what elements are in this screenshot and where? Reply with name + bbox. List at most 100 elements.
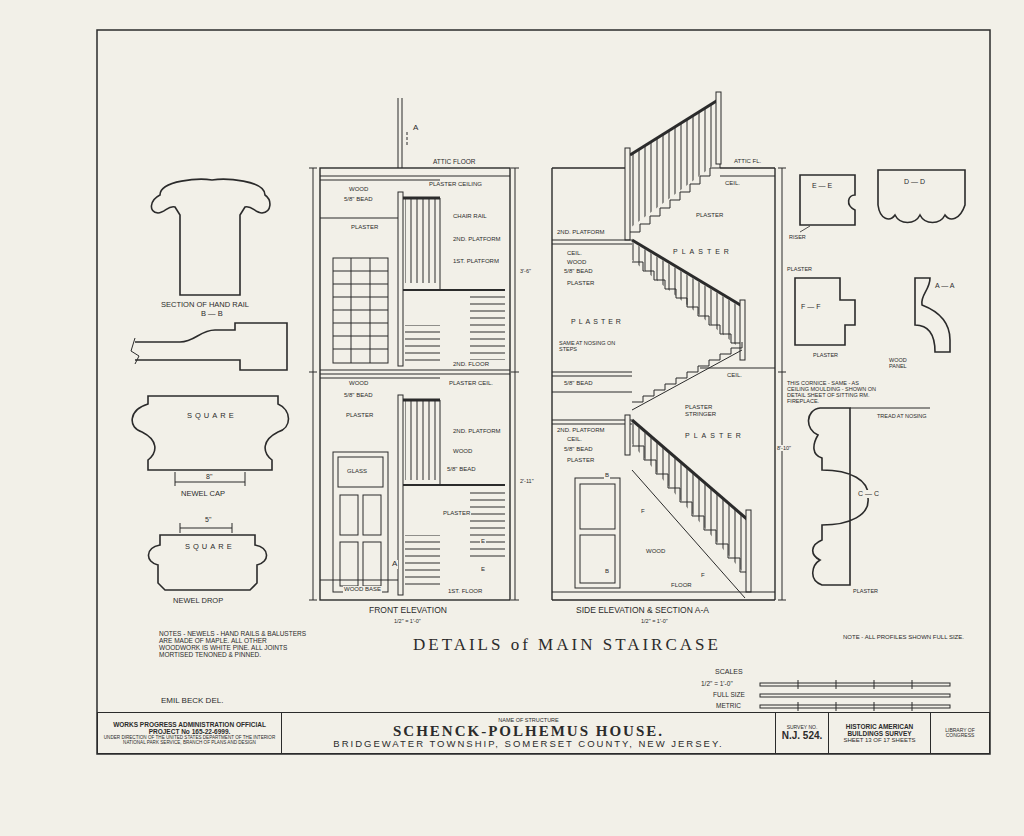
drawing-label: 8'-10"	[776, 445, 792, 451]
front-elevation-part	[320, 168, 510, 600]
scale-bars-part	[912, 680, 913, 689]
newel-cap-profile-part	[245, 472, 246, 486]
drawing-label: F	[700, 572, 706, 579]
newel-drop-profile	[148, 523, 266, 590]
drawing-label: 2'-11"	[519, 478, 535, 484]
front-elevation-part	[405, 325, 440, 365]
scale-bars-part	[874, 680, 875, 689]
small-profiles-part	[878, 170, 965, 223]
drawing-label: 5/8" BEAD	[343, 392, 373, 399]
side-elevation-part	[580, 484, 615, 529]
drawing-label: PLASTER	[570, 318, 625, 326]
side-elevation-part	[552, 420, 632, 421]
front-elevation-part	[403, 484, 505, 486]
newel-drop-profile-part	[180, 523, 181, 533]
drawing-label: 5/8" BEAD	[343, 196, 373, 203]
side-elevation-part	[782, 168, 783, 600]
side-elevation-part	[632, 420, 748, 520]
front-elevation-part	[398, 395, 403, 595]
drawing-label: WOOD PANEL	[888, 357, 922, 369]
scale-bars-part	[760, 705, 950, 708]
front-elevation-part	[320, 218, 398, 219]
drawing-label: 5/8" BEAD	[563, 380, 593, 387]
title-block-text: BRIDGEWATER TOWNSHIP, SOMERSET COUNTY, N…	[285, 739, 772, 749]
drawing-label: 2ND. PLATFORM	[452, 236, 502, 243]
side-elevation-part	[630, 100, 718, 228]
drawing-label: EMIL BECK DEL.	[160, 697, 224, 706]
drawing-label: 1ST. FLOOR	[447, 588, 483, 595]
drawing-label: E — E	[811, 182, 833, 190]
side-elevation	[552, 92, 786, 600]
front-elevation-part	[333, 336, 388, 337]
drawing-label: FULL SIZE	[712, 691, 746, 698]
side-elevation-part	[720, 176, 775, 177]
side-elevation-part	[552, 424, 632, 425]
front-elevation-part	[309, 168, 317, 169]
front-elevation-part	[440, 198, 441, 290]
title-block-text: SCHENCK-POLHEMUS HOUSE.	[285, 723, 772, 740]
title-block-cell: SURVEY NO.N.J. 524.	[775, 712, 829, 754]
drawing-label: A	[391, 560, 398, 569]
drawing-label: THIS CORNICE - SAME - AS CEILING MOULDIN…	[786, 380, 878, 404]
drawing-label: F — F	[800, 303, 821, 311]
drawing-label: B	[604, 472, 610, 479]
front-elevation-part	[363, 542, 381, 586]
sheet-part	[97, 30, 990, 754]
side-elevation-part	[778, 168, 786, 169]
drawing-label: 2ND. PLATFORM	[556, 229, 606, 236]
scale-bars-part	[798, 680, 799, 689]
drawing-label: WOOD	[452, 448, 473, 455]
side-elevation-part	[632, 422, 748, 578]
title-block-cell: LIBRARY OF CONGRESS	[930, 712, 990, 754]
front-elevation-part	[511, 372, 519, 373]
drawing-label: 5"	[204, 516, 212, 524]
drawing-label: E	[480, 538, 486, 545]
drawing-label: PLASTER	[345, 412, 374, 419]
newel-cap-profile	[132, 396, 288, 486]
front-elevation-part	[398, 192, 403, 366]
front-elevation-part	[313, 168, 314, 600]
front-elevation-part	[333, 349, 388, 350]
side-elevation-part	[552, 392, 632, 393]
drawing-label: 5/8" BEAD	[563, 446, 593, 453]
hand-rail-profile	[151, 179, 269, 295]
drawing-label: CEIL.	[566, 250, 583, 257]
hand-rail-profile-part	[151, 179, 269, 295]
side-elevation-part	[632, 470, 745, 598]
drawing-label: NOTES - NEWELS - HAND RAILS & BALUSTERS …	[158, 630, 310, 659]
drawing-label: CEIL.	[724, 180, 741, 187]
front-elevation-part	[309, 600, 317, 601]
small-profiles-part	[800, 175, 855, 225]
front-elevation-part	[333, 284, 388, 285]
side-elevation-part	[746, 510, 751, 592]
drawing-label: SQUARE	[186, 412, 238, 420]
drawing-label: ATTIC FLOOR	[432, 158, 477, 165]
drawing-label: 5/8" BEAD	[563, 268, 593, 275]
newel-cap-profile-part	[175, 472, 176, 486]
drawing-label: D — D	[903, 178, 926, 186]
side-elevation-part	[580, 535, 615, 583]
front-elevation-part	[405, 198, 440, 283]
side-elevation-part	[552, 244, 632, 245]
small-profiles	[795, 170, 965, 585]
drawing-label: CHAIR RAIL	[452, 213, 488, 220]
drawing-label: PLASTER	[672, 248, 734, 256]
scale-bars-part	[760, 683, 950, 686]
front-elevation	[309, 98, 519, 600]
newel-drop-profile-part	[148, 535, 266, 590]
front-elevation-part	[363, 495, 381, 535]
front-elevation-part	[340, 495, 358, 535]
drawing-label: PLASTER	[684, 432, 746, 440]
drawing-label: TREAD AT NOSING	[876, 413, 928, 419]
drawing-label: 1/2" = 1'-0"	[640, 618, 669, 624]
drawing-label: PLASTER CEIL.	[448, 380, 494, 387]
side-elevation-part	[625, 415, 630, 455]
drawing-label: 1/2" = 1'-0"	[700, 680, 734, 687]
title-block-cell: WORKS PROGRESS ADMINISTRATION OFFICIAL P…	[97, 712, 282, 754]
side-elevation-part	[552, 599, 775, 600]
drawing-label: ATTIC FL.	[733, 158, 762, 165]
front-elevation-part	[403, 399, 440, 402]
drawing-label: A — A	[934, 282, 955, 290]
sheet-title: DETAILS of MAIN STAIRCASE	[412, 636, 722, 655]
drawing-label: METRIC	[715, 702, 742, 709]
